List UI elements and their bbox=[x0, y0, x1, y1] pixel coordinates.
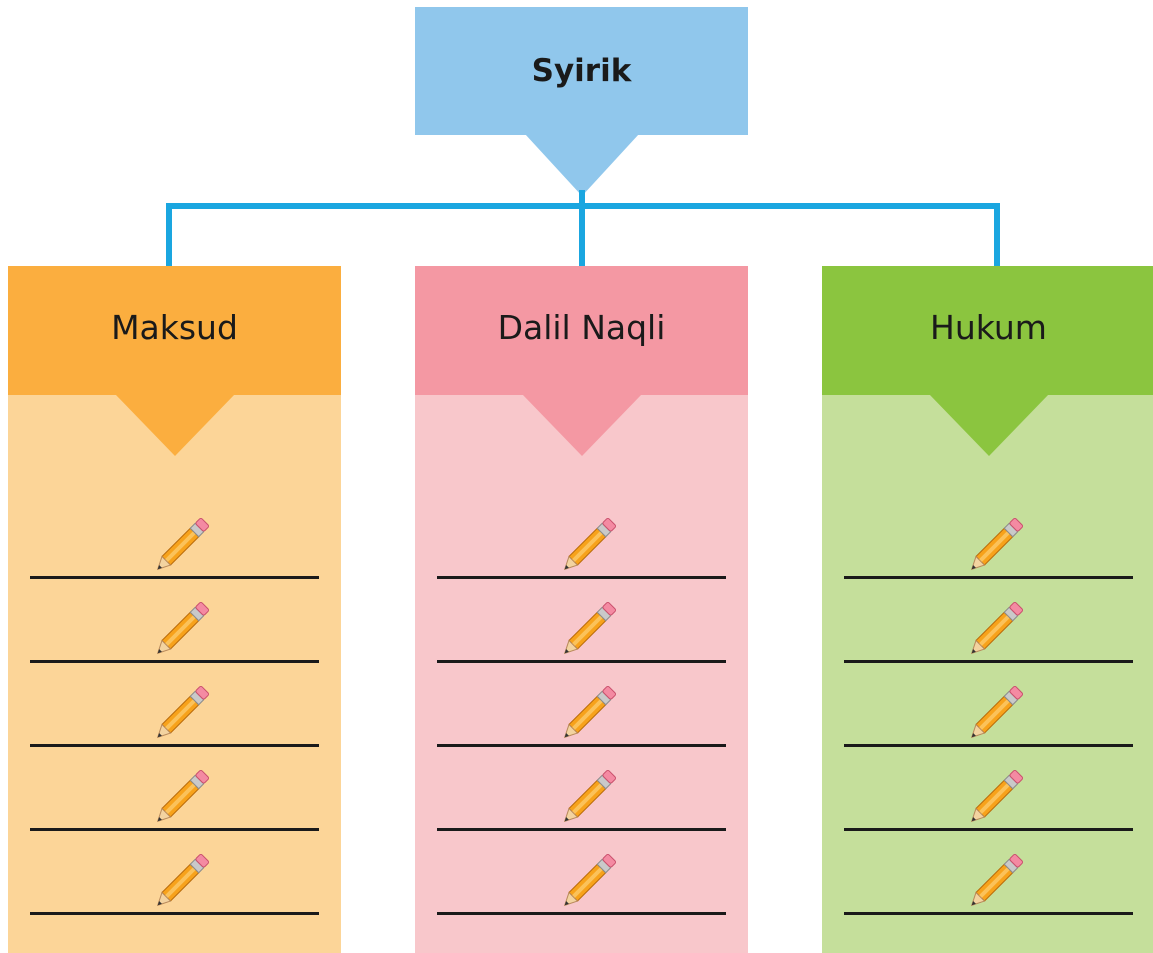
column-hukum: Hukum bbox=[822, 266, 1153, 953]
pencil-icon bbox=[153, 676, 219, 742]
answer-line bbox=[437, 912, 726, 915]
answer-line bbox=[30, 576, 319, 579]
answer-line bbox=[30, 912, 319, 915]
connector-drop-left bbox=[166, 203, 172, 268]
answer-line bbox=[844, 828, 1133, 831]
column-body bbox=[8, 395, 341, 953]
answer-line bbox=[30, 744, 319, 747]
pencil-icon bbox=[153, 592, 219, 658]
pencil-icon bbox=[967, 676, 1033, 742]
pencil-icon bbox=[967, 760, 1033, 826]
column-arrow bbox=[115, 394, 235, 456]
column-maksud: Maksud bbox=[8, 266, 341, 953]
column-body bbox=[415, 395, 748, 953]
answer-line-row[interactable] bbox=[844, 508, 1133, 592]
answer-line-row[interactable] bbox=[30, 844, 319, 928]
column-header: Dalil Naqli bbox=[415, 266, 748, 395]
answer-line bbox=[30, 660, 319, 663]
pencil-icon bbox=[153, 508, 219, 574]
pencil-icon bbox=[153, 760, 219, 826]
answer-line bbox=[437, 828, 726, 831]
answer-line-row[interactable] bbox=[30, 676, 319, 760]
root-label: Syirik bbox=[531, 53, 632, 89]
answer-line bbox=[30, 828, 319, 831]
root-arrow bbox=[525, 134, 639, 196]
pencil-icon bbox=[560, 760, 626, 826]
answer-line-row[interactable] bbox=[30, 508, 319, 592]
answer-line-row[interactable] bbox=[437, 844, 726, 928]
connector-stem-center bbox=[579, 190, 585, 268]
pencil-icon bbox=[967, 844, 1033, 910]
answer-line-row[interactable] bbox=[30, 760, 319, 844]
column-header: Hukum bbox=[822, 266, 1153, 395]
pencil-icon bbox=[967, 508, 1033, 574]
column-arrow bbox=[929, 394, 1049, 456]
column-arrow bbox=[522, 394, 642, 456]
root-box bbox=[415, 7, 748, 135]
connector-drop-right bbox=[994, 203, 1000, 268]
answer-line-row[interactable] bbox=[844, 592, 1133, 676]
column-header: Maksud bbox=[8, 266, 341, 395]
answer-line-row[interactable] bbox=[437, 592, 726, 676]
answer-line-row[interactable] bbox=[844, 676, 1133, 760]
column-body bbox=[822, 395, 1153, 953]
answer-line bbox=[437, 744, 726, 747]
answer-line-row[interactable] bbox=[30, 592, 319, 676]
pencil-icon bbox=[967, 592, 1033, 658]
answer-line-row[interactable] bbox=[437, 508, 726, 592]
answer-line-row[interactable] bbox=[437, 676, 726, 760]
answer-line-row[interactable] bbox=[437, 760, 726, 844]
answer-line bbox=[844, 576, 1133, 579]
pencil-icon bbox=[560, 676, 626, 742]
answer-line bbox=[844, 912, 1133, 915]
answer-line bbox=[437, 660, 726, 663]
pencil-icon bbox=[153, 844, 219, 910]
answer-line bbox=[844, 744, 1133, 747]
answer-line bbox=[844, 660, 1133, 663]
pencil-icon bbox=[560, 592, 626, 658]
pencil-icon bbox=[560, 508, 626, 574]
column-dalil-naqli: Dalil Naqli bbox=[415, 266, 748, 953]
answer-line-row[interactable] bbox=[844, 844, 1133, 928]
answer-line bbox=[437, 576, 726, 579]
answer-line-row[interactable] bbox=[844, 760, 1133, 844]
pencil-icon bbox=[560, 844, 626, 910]
